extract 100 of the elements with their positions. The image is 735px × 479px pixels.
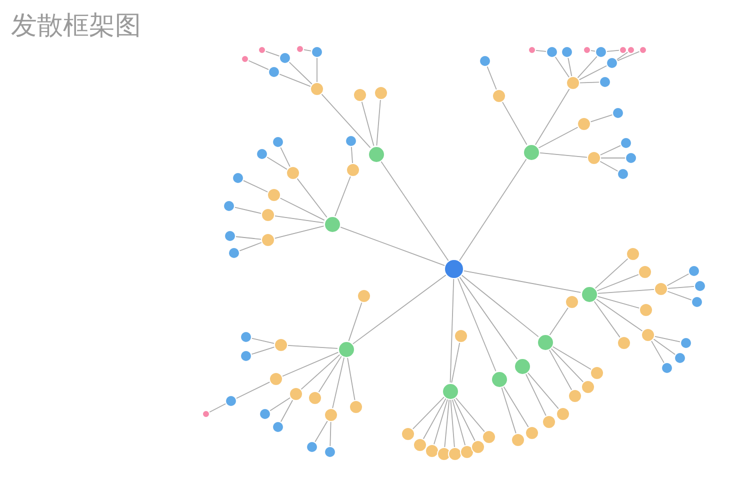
connector-line	[600, 145, 622, 156]
connector-line	[361, 101, 374, 146]
diagram-title: 发散框架图	[11, 10, 141, 43]
connector-line	[304, 49, 312, 52]
circle-node	[401, 427, 415, 441]
circle-node	[525, 426, 539, 440]
connector-line	[280, 146, 290, 168]
circle-node	[311, 46, 323, 58]
circle-node	[228, 247, 240, 259]
connector-line	[502, 102, 528, 146]
circle-node	[661, 362, 673, 374]
circle-node	[308, 391, 322, 405]
circle-node	[368, 146, 384, 162]
circle-node	[357, 289, 371, 303]
circle-node	[581, 380, 595, 394]
connector-line	[348, 302, 362, 342]
circle-node	[353, 88, 367, 102]
connector-line	[321, 94, 371, 148]
connector-line	[340, 226, 446, 266]
connector-line	[300, 354, 340, 390]
circle-node	[590, 366, 604, 380]
connector-line	[459, 158, 527, 262]
circle-node	[310, 82, 324, 96]
connector-line	[236, 382, 270, 399]
connector-line	[527, 372, 559, 410]
connector-line	[280, 198, 325, 221]
connector-line	[251, 346, 275, 355]
connector-line	[347, 356, 356, 401]
connector-line	[316, 58, 318, 82]
circle-node	[261, 208, 275, 222]
connector-line	[534, 88, 570, 146]
connector-line	[538, 126, 578, 148]
circle-node	[606, 57, 618, 69]
circle-node	[324, 216, 340, 232]
connector-line	[234, 206, 262, 214]
circle-node	[492, 89, 506, 103]
connector-line	[457, 278, 496, 372]
circle-node	[620, 137, 632, 149]
circle-node	[599, 76, 611, 88]
circle-node	[528, 46, 536, 54]
connector-line	[288, 62, 312, 85]
circle-node	[565, 295, 579, 309]
connector-line	[590, 50, 596, 52]
connector-line	[596, 274, 639, 292]
connector-line	[651, 340, 664, 364]
connector-line	[318, 356, 342, 393]
connector-line	[239, 242, 262, 252]
circle-node	[617, 336, 631, 350]
circle-node	[688, 265, 700, 277]
circle-node	[258, 46, 266, 54]
circle-node	[587, 151, 601, 165]
circle-node	[638, 265, 652, 279]
connector-line	[296, 178, 328, 218]
circle-node	[442, 382, 458, 400]
circle-node	[511, 433, 525, 447]
circle-node	[626, 247, 640, 261]
connector-line	[265, 50, 280, 56]
connector-line	[668, 286, 694, 289]
circle-node	[256, 148, 268, 160]
connector-line	[552, 346, 592, 370]
connector-line	[653, 338, 676, 355]
circle-node	[413, 438, 427, 452]
connector-line	[568, 57, 572, 77]
connector-line	[314, 420, 328, 442]
connector-line	[594, 258, 628, 289]
circle-node	[561, 46, 573, 58]
circle-node	[619, 46, 627, 54]
circle-node	[546, 46, 558, 58]
circle-node	[345, 135, 357, 147]
circle-node	[223, 200, 235, 212]
circle-node	[259, 408, 271, 420]
connector-line	[450, 399, 455, 448]
circle-node	[556, 407, 570, 421]
circle-node	[268, 66, 280, 78]
connector-line	[251, 338, 275, 344]
connector-line	[332, 356, 345, 409]
circle-node	[674, 352, 686, 364]
circle-node	[269, 372, 283, 386]
connector-line	[280, 400, 294, 422]
circle-node	[580, 286, 598, 302]
connector-line	[444, 399, 450, 448]
circle-node	[460, 445, 474, 459]
circle-node	[454, 329, 468, 343]
circle-node	[241, 55, 249, 63]
circle-node	[625, 152, 637, 164]
circle-node	[232, 172, 244, 184]
circle-node	[617, 168, 629, 180]
connector-line	[548, 348, 572, 390]
connector-line	[274, 226, 324, 239]
connector-line	[550, 348, 584, 382]
circle-node	[279, 52, 291, 64]
circle-node	[595, 46, 607, 58]
circle-node	[639, 46, 647, 54]
circle-node	[225, 395, 237, 407]
circle-node	[296, 45, 304, 53]
connector-line	[597, 289, 654, 294]
connector-line	[501, 386, 516, 434]
connector-line	[617, 51, 640, 62]
connector-line	[274, 216, 324, 224]
connector-line	[667, 290, 692, 300]
